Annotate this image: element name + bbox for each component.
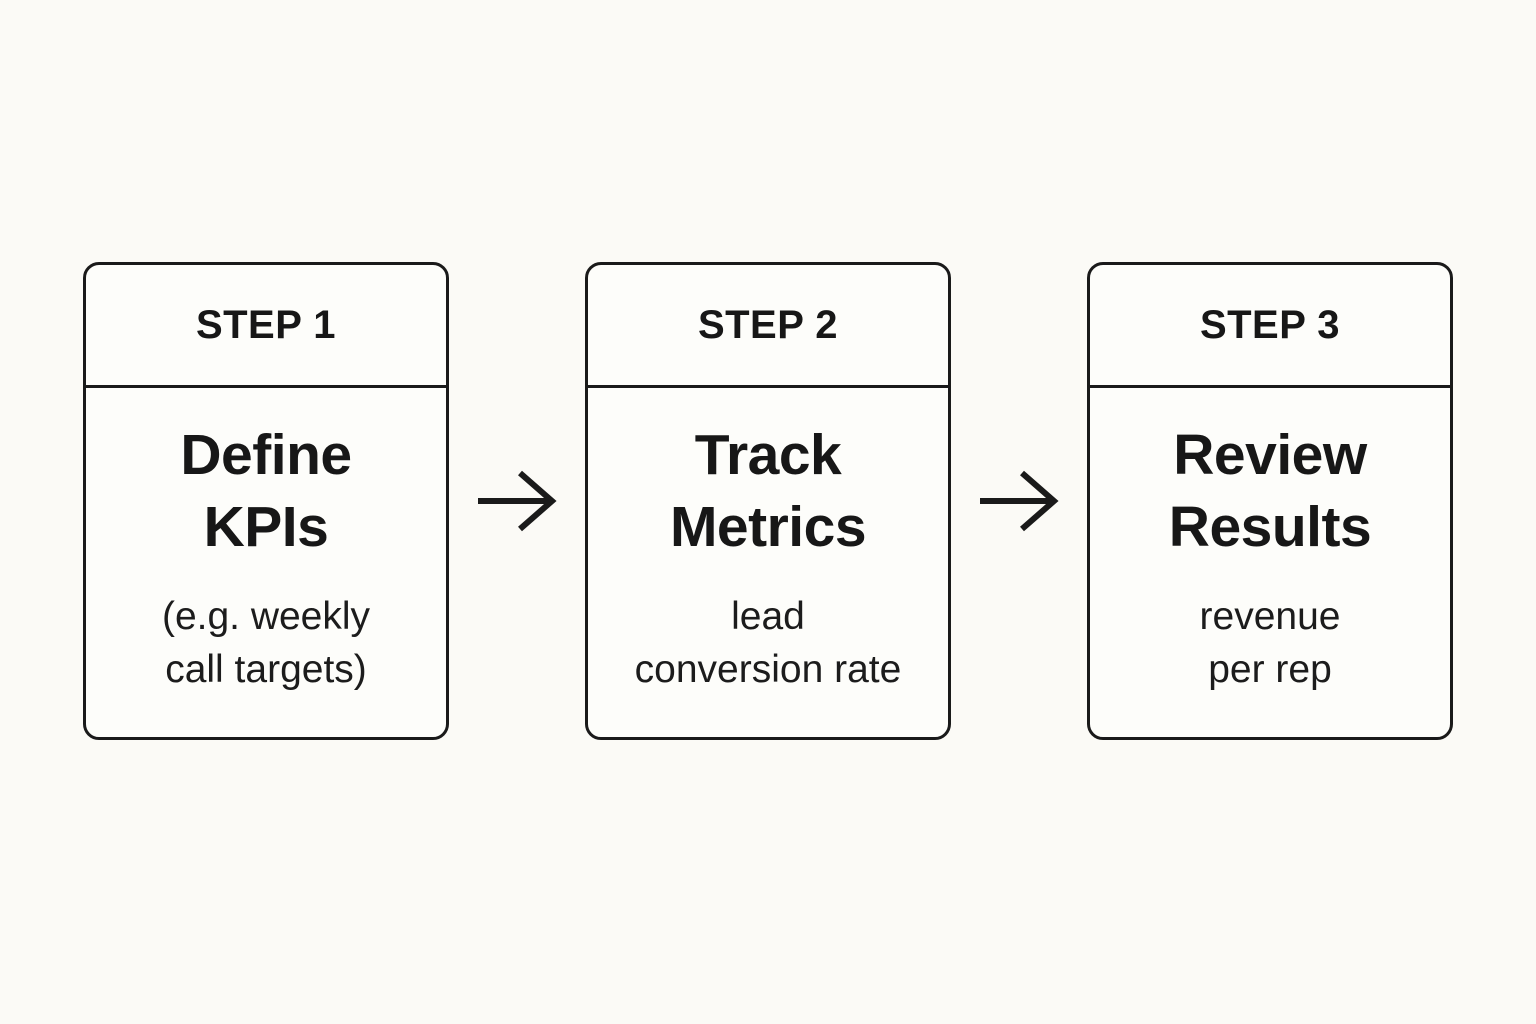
step-2-subtitle: lead conversion rate [635, 590, 902, 697]
step-1-title-line-1: Define [180, 423, 352, 488]
step-3-title: Review Results [1168, 420, 1372, 564]
step-2-label: STEP 2 [697, 302, 839, 347]
step-1-subtitle: (e.g. weekly call targets) [162, 590, 370, 697]
process-flow-diagram: STEP 1 Define KPIs (e.g. weekly call tar… [83, 262, 1453, 740]
step-3-label: STEP 3 [1199, 302, 1341, 347]
step-3-header: STEP 3 [1090, 265, 1450, 388]
step-3-title-line-2: Results [1168, 495, 1372, 560]
step-3-body: Review Results revenue per rep [1090, 388, 1450, 737]
step-2-header: STEP 2 [588, 265, 948, 388]
step-2-subtitle-line-1: lead [731, 594, 805, 638]
step-2-title: Track Metrics [669, 420, 867, 564]
step-3-subtitle: revenue per rep [1200, 590, 1341, 697]
step-3-subtitle-line-2: per rep [1208, 648, 1332, 692]
step-2-title-line-2: Metrics [669, 495, 867, 560]
step-1-body: Define KPIs (e.g. weekly call targets) [86, 388, 446, 737]
step-1-subtitle-line-1: (e.g. weekly [161, 594, 371, 638]
step-1-title: Define KPIs [180, 420, 352, 564]
arrow-right-icon [475, 469, 559, 533]
step-3-subtitle-line-1: revenue [1199, 594, 1341, 638]
step-3-title-line-1: Review [1173, 423, 1367, 488]
step-2-subtitle-line-2: conversion rate [634, 648, 902, 692]
step-card-3: STEP 3 Review Results revenue per rep [1087, 262, 1453, 740]
step-card-2: STEP 2 Track Metrics lead conversion rat… [585, 262, 951, 740]
step-2-title-line-1: Track [694, 423, 842, 488]
step-1-header: STEP 1 [86, 265, 446, 388]
step-1-subtitle-line-2: call targets) [165, 648, 367, 692]
step-2-body: Track Metrics lead conversion rate [588, 388, 948, 737]
arrow-right-icon [977, 469, 1061, 533]
step-1-title-line-2: KPIs [203, 495, 329, 560]
step-card-1: STEP 1 Define KPIs (e.g. weekly call tar… [83, 262, 449, 740]
step-1-label: STEP 1 [195, 302, 337, 347]
